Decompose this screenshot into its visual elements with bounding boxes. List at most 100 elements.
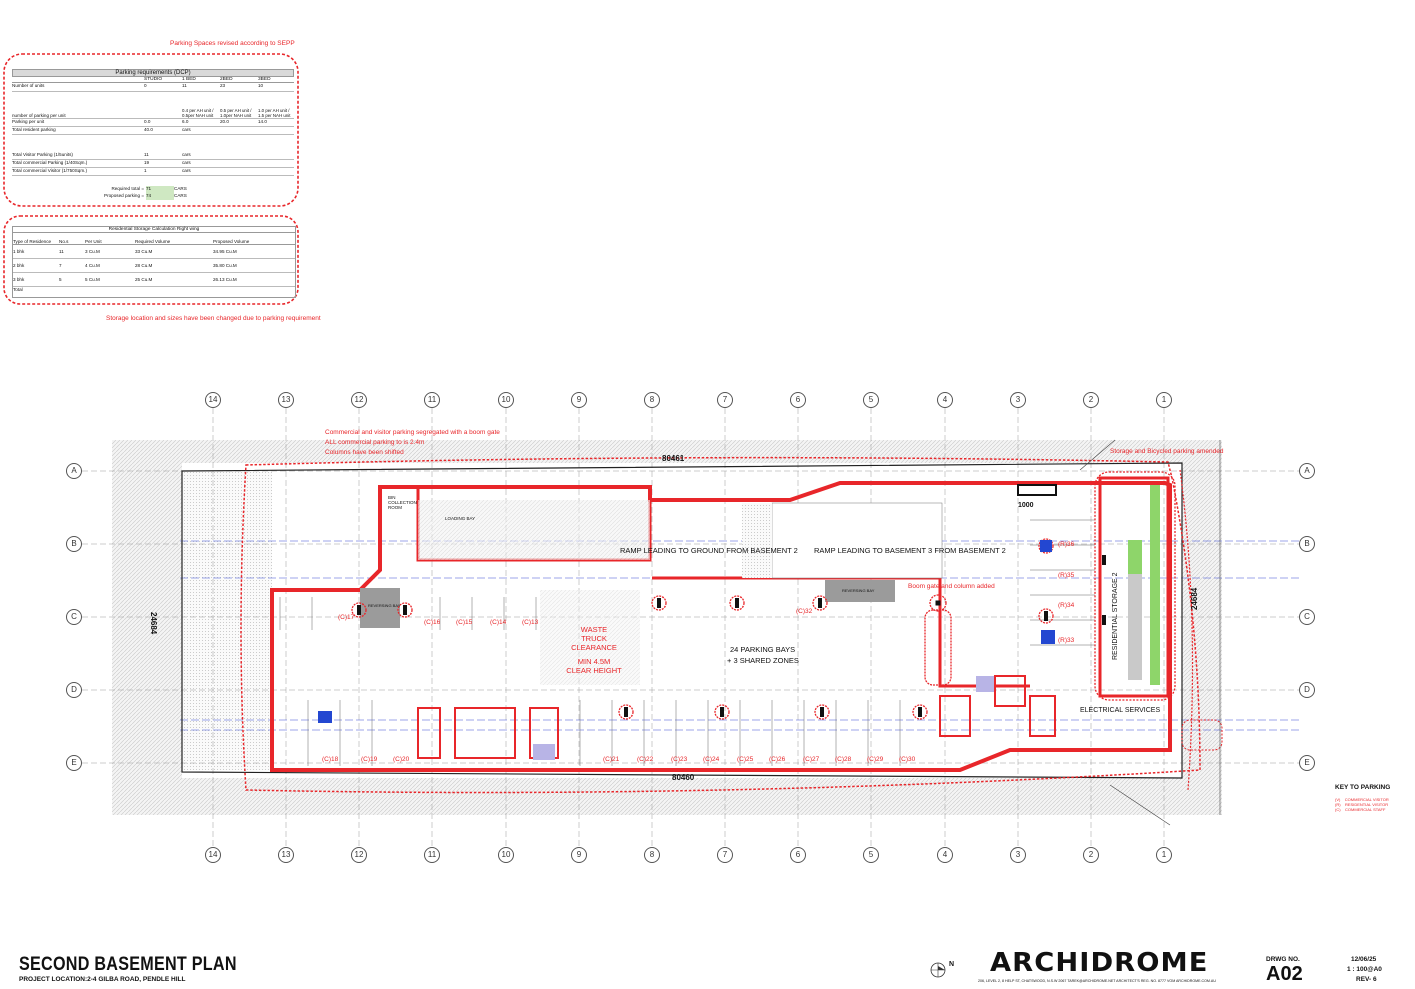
parking-bay-label: (C)29 bbox=[867, 756, 884, 763]
dimension-top: 80461 bbox=[662, 454, 685, 463]
cell: number of parking per unit bbox=[12, 113, 66, 118]
grid-bubble-column: 7 bbox=[717, 392, 733, 408]
annotation-cloud bbox=[1181, 719, 1223, 751]
drawing-number: A02 bbox=[1266, 963, 1303, 985]
cell: 14.0 bbox=[258, 119, 267, 124]
setback-area bbox=[182, 470, 272, 770]
parking-bay-label: (C)17 bbox=[338, 614, 355, 621]
parking-bay-label: (R)33 bbox=[1058, 637, 1075, 644]
firm-address: 206, LEVEL 2, 8 HELP ST, CHATSWOOD, N.S.… bbox=[978, 979, 1216, 983]
cell: Parking per unit bbox=[12, 119, 45, 124]
unit-label: CARS bbox=[174, 186, 187, 191]
grid-bubble-column: 4 bbox=[937, 392, 953, 408]
grid-bubble-column: 13 bbox=[278, 847, 294, 863]
archidrome-logo: ARCHIDROME bbox=[990, 948, 1209, 978]
header-cell: STUDIO bbox=[144, 77, 163, 82]
table-row: number of parking per unit 0.4 per AH un… bbox=[12, 92, 294, 119]
cell: 19 bbox=[144, 160, 150, 165]
parking-bay-label: (C)14 bbox=[490, 619, 507, 626]
grid-bubble-row: E bbox=[1299, 755, 1315, 771]
header-cell: 1 BED bbox=[182, 77, 196, 82]
cell: 11 bbox=[144, 152, 149, 157]
cell: Total commercial Visitor (1/750Sqm.) bbox=[12, 168, 87, 173]
storage-cloud bbox=[1094, 471, 1176, 701]
grid-bubble-row: C bbox=[66, 609, 82, 625]
cell: 0.0 bbox=[144, 119, 151, 124]
cell: 11 bbox=[59, 249, 64, 254]
parking-requirements-table: Parking requirements (DCP) STUDIO 1 BED … bbox=[12, 69, 294, 200]
cell: 7 bbox=[59, 263, 62, 268]
grid-bubble-column: 8 bbox=[644, 392, 660, 408]
table-row: Total resident parking 40.0 cars bbox=[12, 127, 294, 135]
header-cell: Required Volume bbox=[135, 239, 171, 244]
grid-bubble-column: 11 bbox=[424, 392, 440, 408]
parking-bay-label: (C)16 bbox=[424, 619, 441, 626]
parking-bay-label: (C)25 bbox=[737, 756, 754, 763]
storage-green-block bbox=[1128, 540, 1142, 574]
reversing-bay-1 bbox=[360, 588, 400, 628]
cell: Total commercial Parking (1/40Sqm.) bbox=[12, 160, 88, 165]
cell: 5 Cu.M bbox=[85, 277, 100, 282]
grid-bubble-column: 10 bbox=[498, 392, 514, 408]
site-line bbox=[1079, 439, 1116, 471]
cell: 0 bbox=[144, 83, 147, 88]
grid-bubble-column: 6 bbox=[790, 392, 806, 408]
cell: 11 bbox=[182, 83, 187, 88]
grid-bubble-row: A bbox=[66, 463, 82, 479]
cell: 3 bhk bbox=[13, 277, 25, 282]
dimension-1000: 1000 bbox=[1018, 502, 1034, 509]
grid-bubble-column: 1 bbox=[1156, 392, 1172, 408]
boom-gate-notes: Commercial and visitor parking segregate… bbox=[325, 428, 500, 458]
parking-key-item: (V) COMMERCIAL VISITOR bbox=[1335, 797, 1389, 802]
drawing-number-label: DRWG NO. bbox=[1266, 956, 1300, 963]
waste-truck-area bbox=[540, 590, 640, 685]
table-row: Parking per unit 0.0 6.0 20.0 14.0 bbox=[12, 119, 294, 127]
parking-bay-label: (C)21 bbox=[603, 756, 620, 763]
required-total-row: Required total = 71 CARS bbox=[12, 186, 294, 193]
loading-bay-label: LOADING BAY bbox=[445, 516, 476, 521]
lift-purple bbox=[976, 676, 994, 692]
cell: 1 bbox=[144, 168, 147, 173]
parking-bay-label: (C)18 bbox=[322, 756, 339, 763]
revision-cloud-plan bbox=[240, 456, 1201, 794]
site-interior bbox=[182, 463, 1182, 778]
column-cloud bbox=[924, 609, 952, 686]
cell: 6.0 bbox=[182, 119, 189, 124]
grid-bubble-column: 2 bbox=[1083, 847, 1099, 863]
reversing-bay-2 bbox=[825, 580, 895, 602]
parking-key: KEY TO PARKING (V) COMMERCIAL VISITOR (R… bbox=[1335, 784, 1390, 812]
grid-bubble-row: D bbox=[1299, 682, 1315, 698]
parking-bay-label: (C)19 bbox=[361, 756, 378, 763]
cell: 26.13 Cu.M bbox=[213, 277, 237, 282]
parking-bays-count: 24 PARKING BAYS bbox=[730, 645, 796, 654]
bin-room-label: BIN COLLECTION ROOM bbox=[388, 495, 417, 510]
proposed-parking-label: Proposed parking = bbox=[104, 193, 144, 198]
header-cell: No.s bbox=[59, 239, 69, 244]
waste-truck-label: WASTE TRUCK CLEARANCE bbox=[571, 625, 617, 652]
stair-core bbox=[939, 675, 1056, 737]
header-cell bbox=[12, 77, 144, 82]
storage-bicycle-note: Storage and Bicycled parking amended bbox=[1110, 448, 1224, 455]
site-line bbox=[1109, 784, 1171, 826]
grid-bubble-row: D bbox=[66, 682, 82, 698]
north-label: N bbox=[949, 961, 955, 968]
grid-bubble-column: 2 bbox=[1083, 392, 1099, 408]
cell: Total Visitor Parking (1/5units) bbox=[12, 152, 73, 157]
proposed-parking-value: 74 bbox=[146, 193, 174, 200]
required-total-label: Required total = bbox=[111, 186, 144, 191]
table-row: Total commercial Parking (1/40Sqm.) 19 c… bbox=[12, 160, 294, 168]
cell: 2 bhk bbox=[13, 263, 25, 268]
columns-shifted-note: Columns have been shifted bbox=[325, 449, 404, 456]
storage-changed-note: Storage location and sizes have been cha… bbox=[106, 315, 321, 322]
grid-bubble-column: 12 bbox=[351, 847, 367, 863]
header-cell: Type of Residence bbox=[13, 239, 52, 244]
lift-lobby-purple bbox=[533, 744, 555, 760]
commercial-height-note: ALL commercial parking to is 2.4m bbox=[325, 439, 425, 446]
grid-bubble-column: 5 bbox=[863, 847, 879, 863]
table-row: 2 bhk 7 4 Cu.M 28 Cu.M 35.80 Cu.M bbox=[13, 259, 295, 273]
reversing-bay-label-2: REVERSING BAY bbox=[842, 588, 875, 593]
header-cell: 2BED bbox=[220, 77, 233, 82]
parking-bay-label: (C)26 bbox=[769, 756, 786, 763]
cell: 34.95 Cu.M bbox=[213, 249, 237, 254]
ramp-b3-area bbox=[771, 502, 943, 579]
